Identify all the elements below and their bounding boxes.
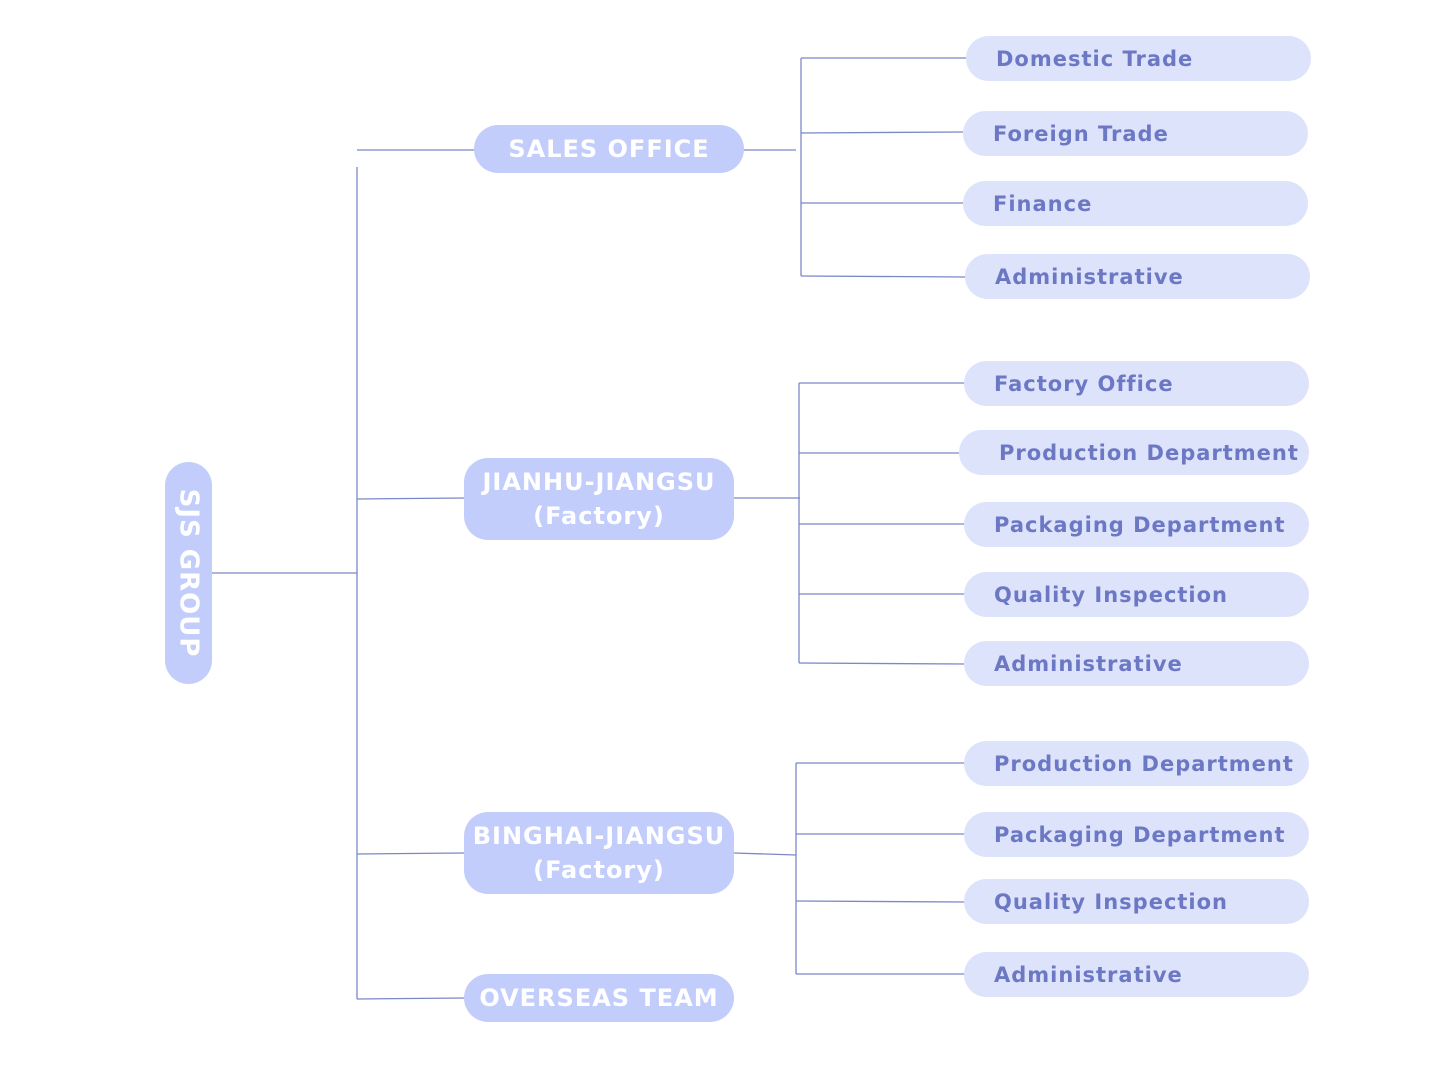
leaf-label: Administrative <box>994 962 1183 987</box>
leaf-packaging-department: Packaging Department <box>964 812 1309 857</box>
leaf-quality-inspection: Quality Inspection <box>964 879 1309 924</box>
leaf-label: Finance <box>993 191 1093 216</box>
connector-jianhu <box>356 497 465 500</box>
connector-binghai <box>356 852 465 855</box>
connector-overseas <box>356 997 465 1000</box>
leaf-production-department: Production Department <box>964 741 1309 786</box>
leaf-label: Production Department <box>999 440 1299 465</box>
connector-binghai-out <box>733 852 797 856</box>
leaf-label: Packaging Department <box>994 822 1286 847</box>
branch-label: OVERSEAS TEAM <box>479 984 719 1012</box>
leaf-domestic-trade: Domestic Trade <box>966 36 1311 81</box>
leaf-administrative: Administrative <box>964 641 1309 686</box>
branch-label: JIANHU-JIANGSU (Factory) <box>482 468 716 530</box>
branch-label: BINGHAI-JIANGSU (Factory) <box>472 822 726 884</box>
leaf-quality-inspection: Quality Inspection <box>964 572 1309 617</box>
branch-node-binghai-jiangsu: BINGHAI-JIANGSU (Factory) <box>464 812 734 894</box>
leaf-label: Administrative <box>994 651 1183 676</box>
connector-leaf <box>800 131 964 134</box>
leaf-foreign-trade: Foreign Trade <box>963 111 1308 156</box>
leaf-production-department: Production Department <box>959 430 1309 475</box>
connector-leaf <box>795 900 965 903</box>
leaf-administrative: Administrative <box>964 952 1309 997</box>
branch-label: SALES OFFICE <box>508 135 710 163</box>
leaf-label: Packaging Department <box>994 512 1286 537</box>
root-node-sjs-group: SJS GROUP <box>165 462 212 684</box>
connector-leaf <box>798 662 965 665</box>
leaf-label: Domestic Trade <box>996 46 1194 71</box>
branch-node-jianhu-jiangsu: JIANHU-JIANGSU (Factory) <box>464 458 734 540</box>
connector-leaf <box>800 275 966 278</box>
leaf-label: Quality Inspection <box>994 582 1229 607</box>
leaf-label: Production Department <box>994 751 1294 776</box>
leaf-finance: Finance <box>963 181 1308 226</box>
leaf-label: Foreign Trade <box>993 121 1169 146</box>
leaf-packaging-department: Packaging Department <box>964 502 1309 547</box>
leaf-factory-office: Factory Office <box>964 361 1309 406</box>
branch-node-sales-office: SALES OFFICE <box>474 125 744 173</box>
branch-node-overseas-team: OVERSEAS TEAM <box>464 974 734 1022</box>
root-label: SJS GROUP <box>173 488 204 658</box>
leaf-label: Factory Office <box>994 371 1174 396</box>
leaf-administrative: Administrative <box>965 254 1310 299</box>
leaf-label: Administrative <box>995 264 1184 289</box>
leaf-label: Quality Inspection <box>994 889 1229 914</box>
